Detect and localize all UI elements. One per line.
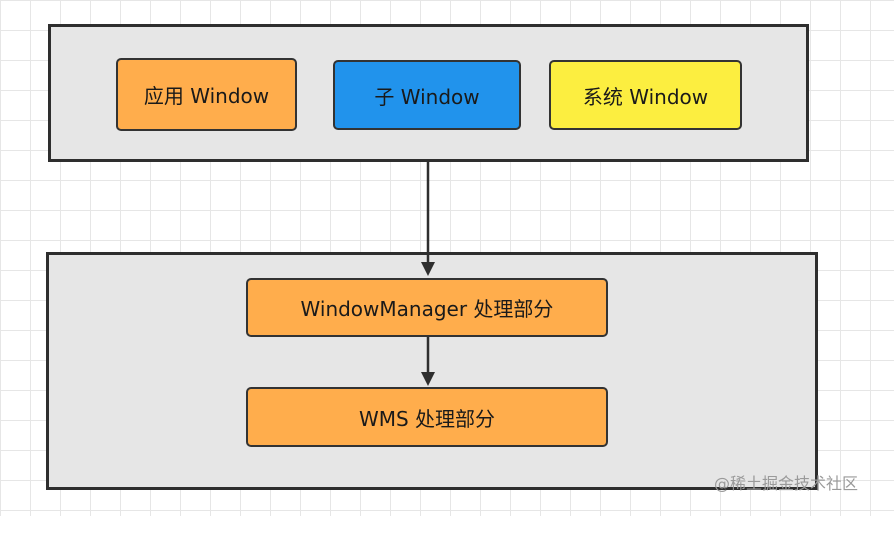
canvas-bottom-margin <box>0 516 894 536</box>
windowmanager-node: WindowManager 处理部分 <box>246 278 608 337</box>
watermark-text: @稀土掘金技术社区 <box>713 474 858 493</box>
sub-window-node: 子 Window <box>333 60 521 130</box>
system-window-node: 系统 Window <box>549 60 742 130</box>
app-window-node: 应用 Window <box>116 58 297 131</box>
wms-node: WMS 处理部分 <box>246 387 608 447</box>
